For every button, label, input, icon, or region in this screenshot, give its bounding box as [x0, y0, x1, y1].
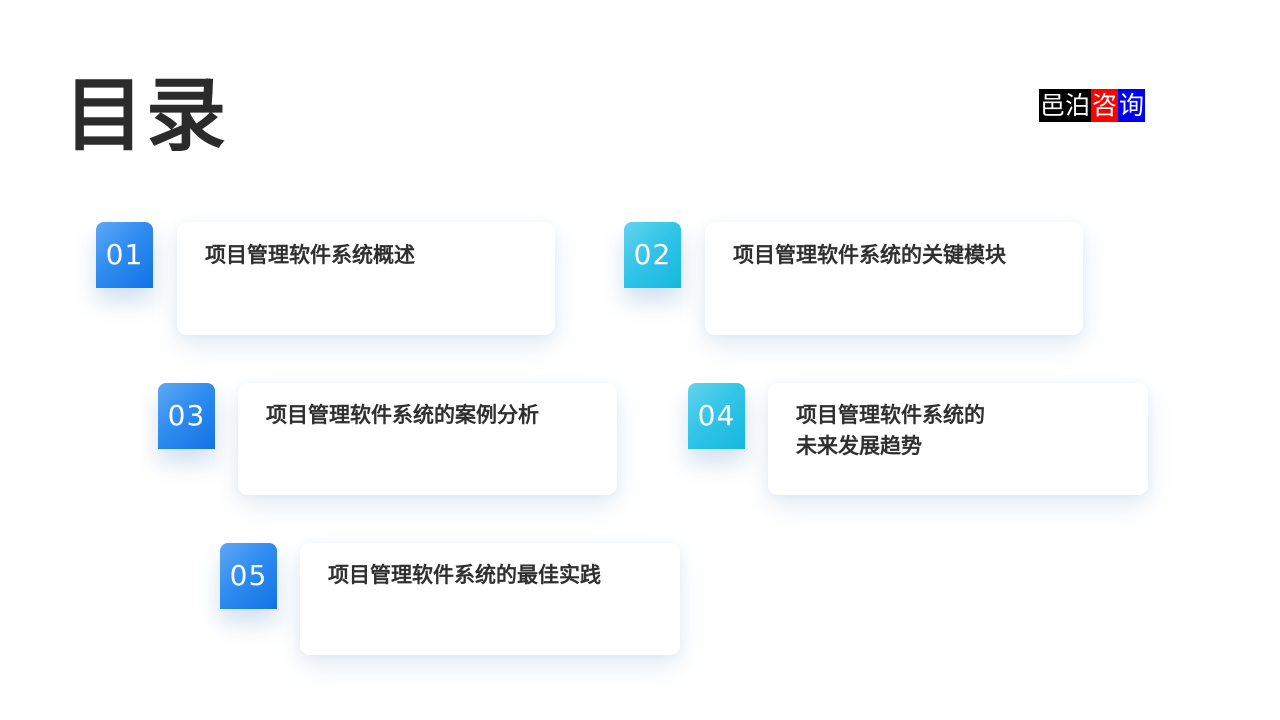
toc-number-badge-05: 05	[220, 543, 277, 609]
toc-label-02: 项目管理软件系统的关键模块	[733, 243, 1006, 267]
toc-label-04: 项目管理软件系统的 未来发展趋势	[796, 403, 985, 458]
toc-label-01: 项目管理软件系统概述	[205, 243, 415, 267]
logo-segment-black: 邑泊	[1039, 89, 1092, 122]
toc-number-badge-03: 03	[158, 383, 215, 449]
brand-logo: 邑泊 咨 询	[1039, 89, 1146, 122]
toc-number-badge-01: 01	[96, 222, 153, 288]
toc-label-05: 项目管理软件系统的最佳实践	[328, 563, 601, 587]
logo-segment-red: 咨	[1091, 89, 1119, 122]
toc-card-04[interactable]	[768, 383, 1148, 495]
toc-card-01[interactable]	[177, 222, 555, 335]
logo-segment-blue: 询	[1118, 89, 1146, 122]
page-title: 目录	[64, 69, 228, 162]
toc-card-03[interactable]	[238, 383, 617, 495]
toc-card-05[interactable]	[300, 543, 680, 655]
toc-label-03: 项目管理软件系统的案例分析	[266, 403, 539, 427]
toc-number-badge-04: 04	[688, 383, 745, 449]
toc-number-badge-02: 02	[624, 222, 681, 288]
toc-card-02[interactable]	[705, 222, 1083, 335]
